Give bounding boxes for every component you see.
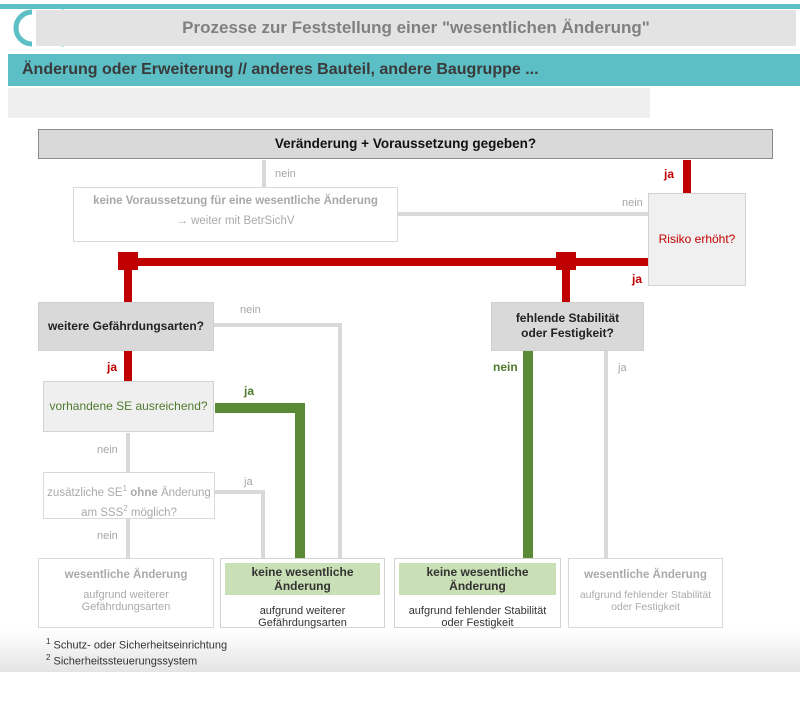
label-nein-2: nein — [622, 197, 643, 209]
stability-box: fehlende Stabilität oder Festigkeit? — [491, 302, 644, 351]
extra-se-line2: am SSS2 möglich? — [81, 503, 177, 519]
label-ja-grey-1: ja — [618, 362, 627, 374]
se-sufficient-box: vorhandene SE ausreichend? — [43, 381, 214, 432]
section-title: Änderung oder Erweiterung // anderes Bau… — [8, 54, 800, 86]
label-nein-3: nein — [240, 304, 261, 316]
result1-title: wesentliche Änderung — [64, 569, 188, 581]
label-ja-green: ja — [244, 384, 255, 398]
top-accent-bar — [0, 4, 800, 9]
result-box-4: wesentliche Änderung aufgrund fehlender … — [568, 558, 723, 628]
result1-sub1: aufgrund weiterer — [83, 589, 169, 601]
result4-title: wesentliche Änderung — [584, 569, 707, 581]
footnote-2: 2 Sicherheitssteuerungssystem — [46, 653, 198, 668]
no-prerequisite-title: keine Voraussetzung für eine wesentliche… — [93, 195, 378, 207]
extra-se-line1: zusätzliche SE1 ohne Änderung — [47, 484, 211, 499]
result3-title: keine wesentliche Änderung — [399, 563, 556, 595]
risk-box: Risiko erhöht? — [648, 193, 746, 286]
stability-line2: oder Festigkeit? — [521, 326, 614, 340]
result3-sub1: aufgrund fehlender Stabilität — [408, 605, 547, 617]
stability-line1: fehlende Stabilität — [515, 311, 620, 325]
result-box-2: keine wesentliche Änderung aufgrund weit… — [220, 558, 385, 629]
result4-sub1: aufgrund fehlender Stabilität — [579, 589, 712, 601]
hazards-box: weitere Gefährdungsarten? — [38, 302, 214, 351]
result-box-1: wesentliche Änderung aufgrund weiterer G… — [38, 558, 214, 628]
result1-sub2: Gefährdungsarten — [81, 601, 171, 613]
bottom-band — [0, 630, 800, 672]
result-box-3: keine wesentliche Änderung aufgrund fehl… — [394, 558, 561, 629]
label-ja-grey-2: ja — [244, 476, 253, 488]
result2-sub1: aufgrund weiterer — [259, 605, 346, 617]
page-title: Prozesse zur Feststellung einer "wesentl… — [36, 10, 796, 46]
no-prerequisite-box: keine Voraussetzung für eine wesentliche… — [73, 187, 398, 242]
label-ja-1: ja — [664, 167, 675, 181]
result4-sub2: oder Festigkeit — [611, 601, 680, 613]
label-nein-1: nein — [275, 168, 296, 180]
label-nein-4: nein — [97, 444, 118, 456]
result2-title: keine wesentliche Änderung — [225, 563, 380, 595]
label-nein-green: nein — [493, 360, 518, 374]
no-prerequisite-sub: → weiter mit BetrSichV — [176, 215, 295, 227]
extra-se-box: zusätzliche SE1 ohne Änderung am SSS2 mö… — [43, 472, 215, 519]
footnote-1: 1 Schutz- oder Sicherheitseinrichtung — [46, 637, 228, 652]
result3-sub2: oder Festigkeit — [441, 617, 514, 629]
grey-band — [8, 88, 650, 118]
label-ja-3: ja — [107, 360, 118, 374]
result2-sub2: Gefährdungsarten — [258, 617, 347, 629]
label-nein-5: nein — [97, 530, 118, 542]
label-ja-2: ja — [632, 272, 643, 286]
top-question-box: Veränderung + Voraussetzung gegeben? — [38, 129, 773, 159]
